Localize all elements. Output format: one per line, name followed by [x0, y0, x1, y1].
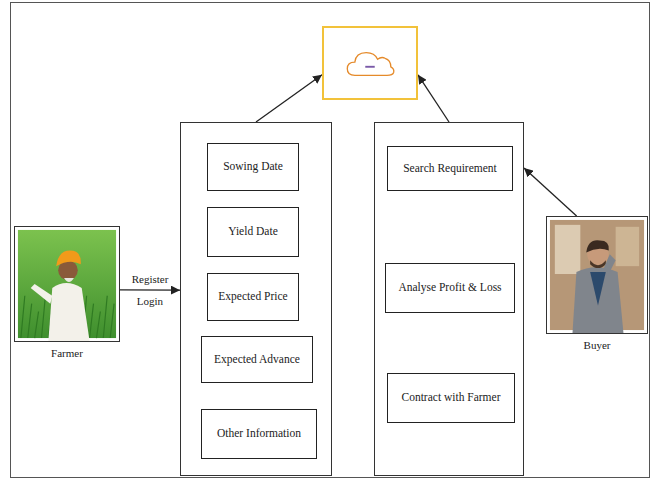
edge-label: Register Login — [132, 268, 169, 312]
farmer-arm — [31, 284, 53, 304]
box-label: Sowing Date — [223, 160, 283, 174]
process-box: Other Information — [201, 409, 317, 459]
crop-blade — [103, 296, 107, 338]
buyer-photo: Buyer — [546, 216, 648, 334]
box-label: Expected Advance — [214, 353, 300, 367]
crop-blade — [35, 312, 39, 339]
actor-caption: Buyer — [537, 339, 656, 351]
arrow-connector — [256, 75, 322, 122]
crop-blade — [90, 304, 94, 338]
arrow-connector — [524, 168, 577, 216]
cloud-icon — [347, 53, 394, 76]
actor-caption: Farmer — [5, 347, 129, 359]
process-box: Sowing Date — [207, 143, 299, 191]
process-box: Expected Price — [207, 273, 299, 321]
cloud-mark — [365, 66, 374, 68]
buyer-blazer — [572, 267, 623, 333]
buyer-beard — [590, 260, 606, 268]
box-label: Other Information — [217, 427, 301, 441]
box-label: Analyse Profit & Loss — [398, 281, 501, 295]
buyer-hair — [586, 240, 609, 252]
wall-panel — [616, 227, 640, 266]
window — [555, 225, 580, 274]
cloud-box — [322, 26, 418, 100]
box-label: Contract with Farmer — [401, 391, 500, 405]
arrow-connector — [418, 75, 449, 122]
crop-blade — [96, 312, 100, 339]
arrow-connector — [120, 289, 180, 291]
process-box: Analyse Profit & Loss — [385, 263, 515, 313]
crop-blade — [110, 304, 114, 338]
process-box: Yield Date — [207, 207, 299, 257]
farmer-shirt — [48, 283, 89, 341]
process-box: Contract with Farmer — [387, 373, 515, 423]
buyer-illustration — [547, 217, 647, 333]
group-panel: Search RequirementAnalyse Profit & LossC… — [374, 122, 524, 476]
box-label: Yield Date — [228, 225, 278, 239]
group-panel: Sowing DateYield DateExpected PriceExpec… — [180, 122, 332, 476]
crop-blade — [28, 304, 32, 338]
process-box: Expected Advance — [201, 336, 313, 383]
box-label: Search Requirement — [403, 162, 497, 176]
crop-blade — [21, 296, 25, 338]
farmer-turban — [56, 251, 81, 267]
cloud-illustration — [324, 28, 416, 98]
crop-blade — [41, 296, 45, 338]
farmer-beard — [64, 278, 74, 282]
buyer-arm-phone — [604, 254, 616, 276]
farmer-illustration — [15, 227, 119, 341]
box-label: Expected Price — [218, 290, 287, 304]
process-box: Search Requirement — [387, 146, 513, 191]
farmer-photo: Farmer — [14, 226, 120, 342]
buyer-shirt — [590, 272, 606, 305]
